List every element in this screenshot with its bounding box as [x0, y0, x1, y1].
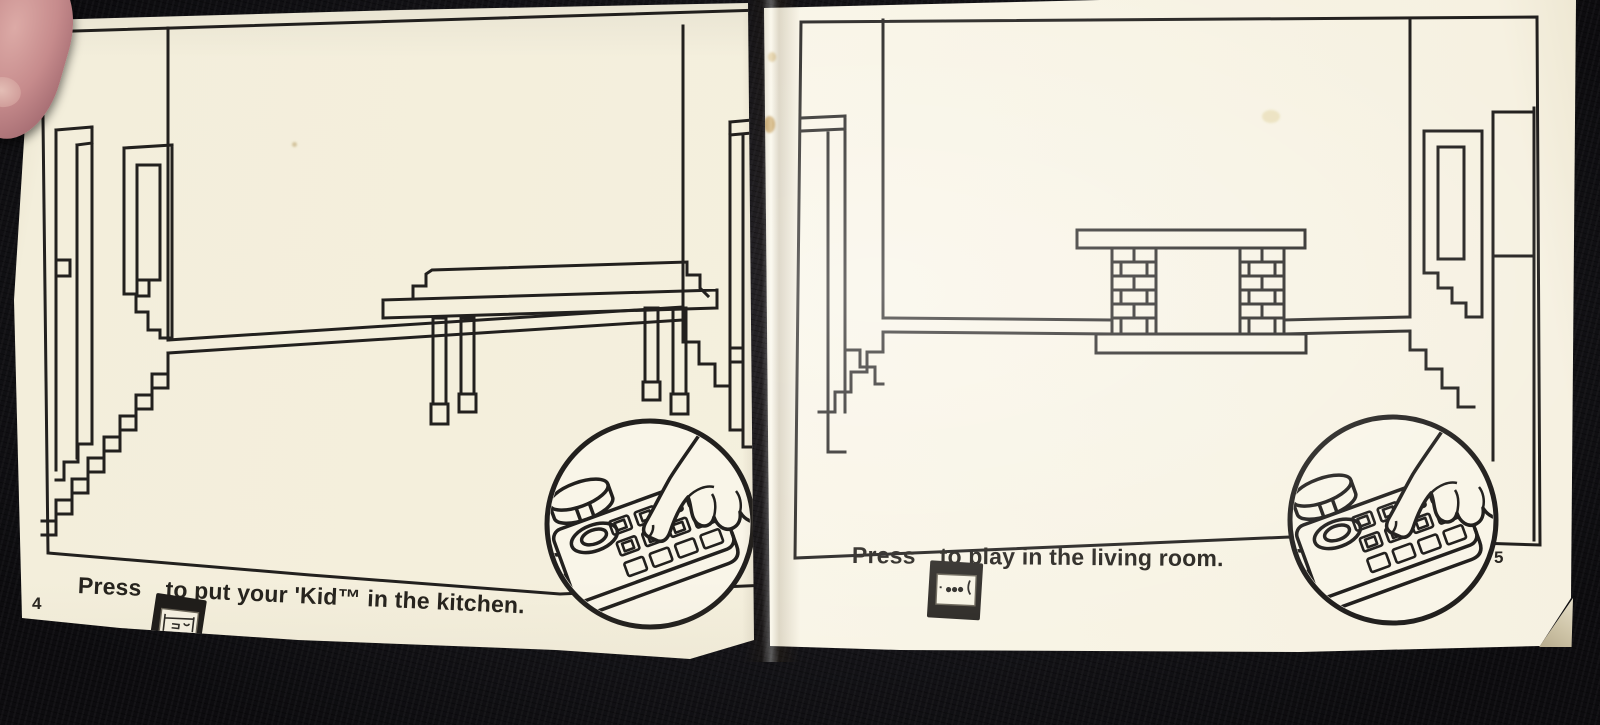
right-page-caption: Press to play in the living room. [851, 542, 1224, 620]
page-speck [292, 142, 297, 147]
kitchen-baseboard [166, 305, 685, 355]
kitchen-floor-steps-left [40, 351, 170, 537]
press-label: Press [77, 572, 143, 601]
kitchen-frame-border [40, 8, 754, 596]
kitchen-floor-steps-right [681, 318, 732, 410]
press-label: Press [851, 542, 916, 569]
living-floor-steps-right [1408, 329, 1476, 409]
fingernail [0, 75, 23, 109]
kitchen-door-frame [728, 117, 754, 449]
living-baseboard [881, 315, 1412, 336]
hand-pressing-controller-inset [523, 421, 770, 627]
living-left-door-frame [799, 114, 885, 454]
hand-pressing-controller-inset [1266, 417, 1513, 623]
living-floor-steps-left [817, 330, 885, 414]
kitchen-window-frames [54, 125, 174, 482]
gutter-stain [764, 116, 775, 133]
page-number-left: 4 [32, 594, 42, 613]
fireplace [1075, 228, 1308, 355]
fireplace-mantel [1075, 228, 1307, 250]
living-right-door-frame [1491, 106, 1536, 542]
kitchen-table [381, 260, 719, 426]
center-fold-gutter [742, 0, 800, 662]
page-number-right: 5 [1494, 548, 1504, 567]
page-stain [1262, 110, 1280, 123]
living-window-frame [1422, 129, 1484, 319]
gutter-stain [768, 52, 776, 62]
fireplace-hearth [1094, 332, 1308, 355]
